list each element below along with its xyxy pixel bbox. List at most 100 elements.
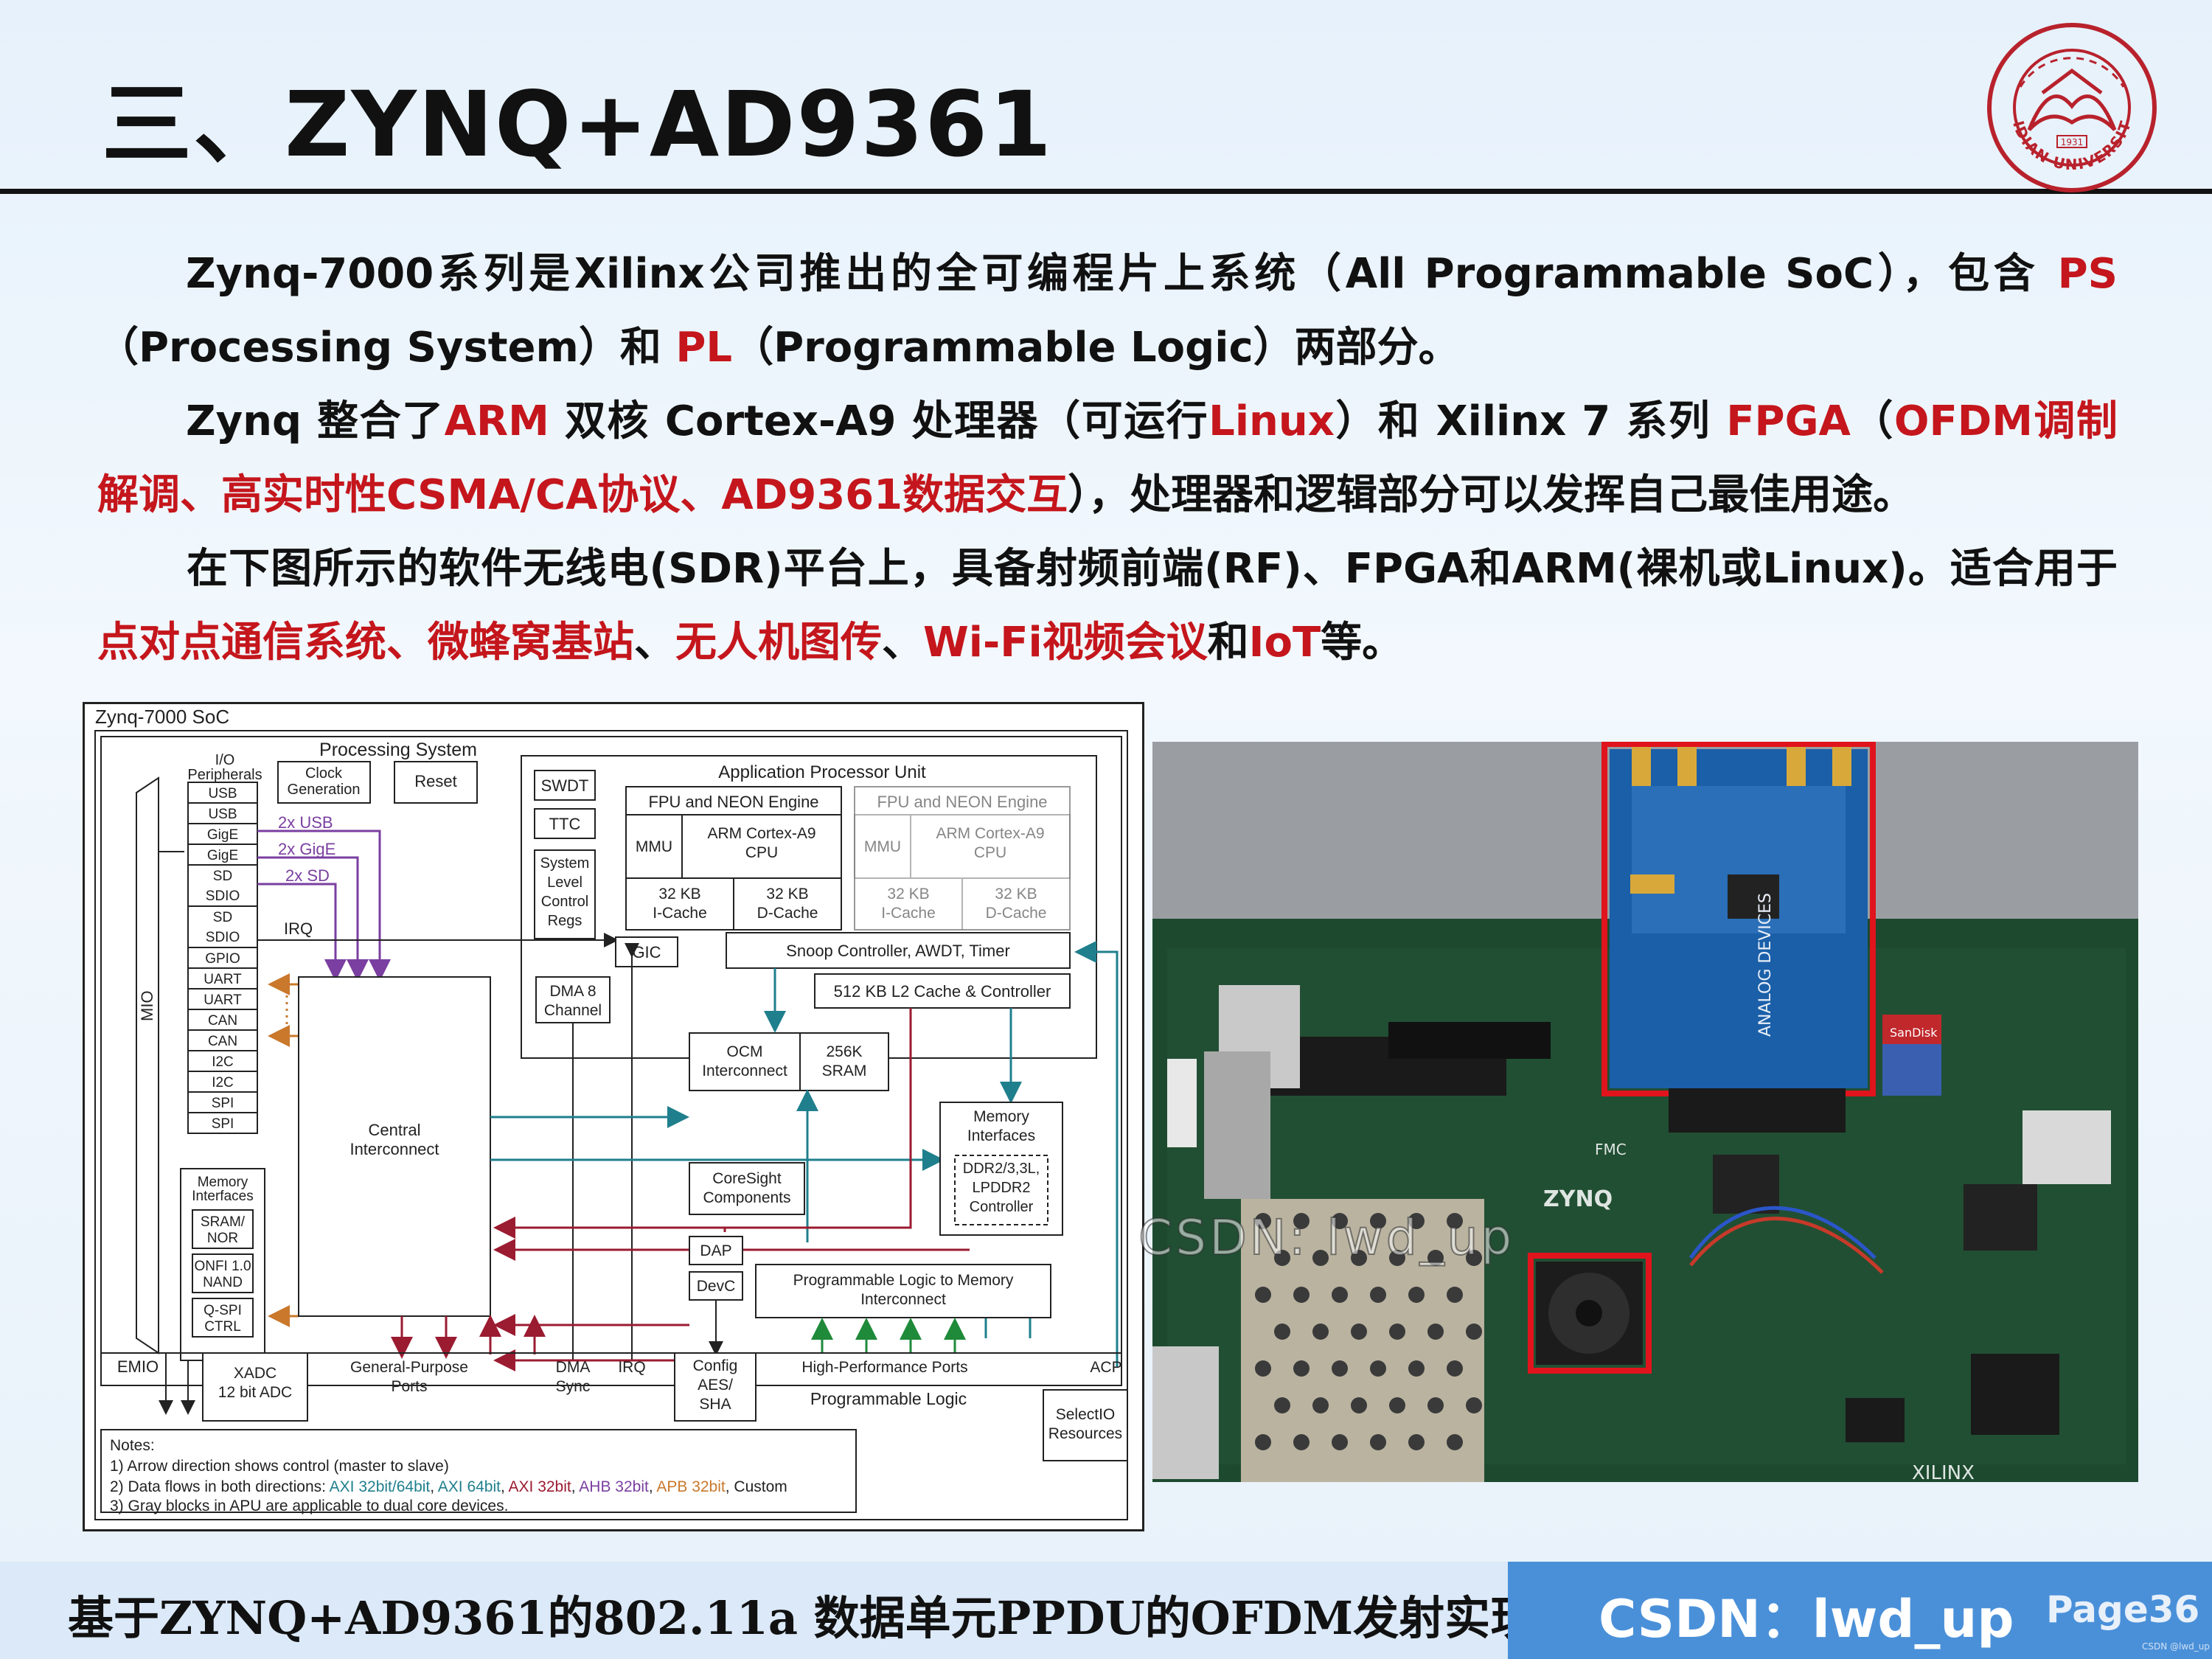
heatsink-hole: [1332, 1360, 1348, 1377]
text-run: 和: [1207, 619, 1249, 667]
text-run: 等。: [1321, 619, 1404, 667]
heatsink-hole: [1293, 1287, 1310, 1303]
mio-block: [136, 776, 159, 1354]
processing-system-box: [100, 736, 1122, 1386]
dap-label: DAP: [700, 1242, 731, 1259]
fan-highlight-box: [1528, 1253, 1652, 1374]
io-peripheral-label: SPI: [212, 1116, 234, 1132]
xilinx-label: XILINX: [1912, 1462, 1975, 1482]
io-peripheral-label: USB: [208, 807, 237, 822]
text-run: 、: [882, 619, 923, 667]
heatsink-hole: [1332, 1287, 1348, 1303]
io-peripheral-box: [187, 1071, 258, 1093]
io-peripheral-box: [187, 782, 258, 804]
reset-box: [394, 761, 478, 804]
heatsink-hole: [1408, 1434, 1425, 1450]
irq-in-label: IRQ: [284, 919, 313, 938]
dma8-box: [535, 976, 611, 1023]
text-run: Linux: [1208, 397, 1335, 445]
heatsink-hole: [1389, 1324, 1405, 1340]
fmc-label: FMC: [1595, 1141, 1627, 1158]
central-interconnect-box: [298, 976, 491, 1317]
io-peripheral-box: [187, 864, 258, 907]
text-run: FPGA: [1726, 397, 1851, 445]
heatsink-hole: [1332, 1434, 1348, 1450]
note-2: 2) Data flows in both directions: AXI 32…: [110, 1478, 787, 1495]
io-peripheral-box: [187, 1029, 258, 1051]
io-peripheral-box: [187, 802, 258, 824]
sd-card-label: SanDisk: [1890, 1026, 1938, 1040]
apu-label: Application Processor Unit: [718, 762, 926, 782]
io-peripheral-label: CAN: [208, 1013, 237, 1029]
clock-generation-box: [277, 761, 371, 804]
dap-box: [689, 1236, 743, 1265]
text-run: ）和 Xilinx 7 系列: [1334, 397, 1727, 445]
heatsink-hole: [1370, 1287, 1386, 1303]
heatsink-hole: [1408, 1287, 1425, 1303]
logo-year: 1931: [2061, 137, 2084, 147]
university-seal-logo: 1931 XIDIAN UNIVERSITY: [1983, 19, 2157, 192]
devc-label: DevC: [697, 1278, 736, 1295]
io-peripheral-label: I2C: [212, 1054, 234, 1070]
heatsink-hole: [1293, 1434, 1310, 1450]
text-run: 无人机图传: [675, 619, 882, 667]
irq-out-label: IRQ: [618, 1359, 645, 1376]
heatsink-hole: [1447, 1360, 1463, 1377]
heatsink-hole: [1466, 1250, 1482, 1266]
text-run: 双核 Cortex-A9 处理器（可运行: [549, 397, 1209, 445]
heatsink-hole: [1351, 1324, 1367, 1340]
heatsink-hole: [1447, 1213, 1463, 1229]
io-peripheral-box: [187, 988, 258, 1010]
selectio-box: [1043, 1389, 1128, 1461]
ttc-box: [534, 808, 596, 839]
heatsink-hole: [1351, 1397, 1367, 1413]
text-run: 点对点通信系统、微蜂窝基站: [97, 619, 634, 667]
heatsink-hole: [1312, 1324, 1329, 1340]
io-peripheral-label: GigE: [207, 827, 238, 843]
heatsink-hole: [1408, 1213, 1425, 1229]
soc-title: Zynq-7000 SoC: [95, 706, 229, 728]
ttc-label: TTC: [549, 815, 581, 833]
note-1: 1) Arrow direction shows control (master…: [110, 1458, 449, 1475]
text-run: Zynq 整合了: [186, 397, 445, 445]
mio-label: MIO: [138, 990, 156, 1021]
heatsink-hole: [1293, 1360, 1310, 1377]
heatsink-hole: [1389, 1250, 1405, 1266]
acp-label: ACP: [1090, 1359, 1121, 1376]
heatsink-hole: [1351, 1250, 1367, 1266]
text-run: OFDM调制解调、高实时性CSMA/CA协议、AD9361数据交互: [97, 397, 2118, 519]
footer-csdn-handle: CSDN：lwd_up: [1599, 1589, 2014, 1649]
usb-link-label: 2x USB: [278, 813, 333, 832]
io-peripheral-label: CAN: [208, 1034, 237, 1049]
footer-right-band: [1508, 1562, 2212, 1659]
io-peripheral-box: [187, 844, 258, 866]
snoop-controller-label: Snoop Controller, AWDT, Timer: [786, 942, 1010, 960]
coresight-box: [689, 1162, 805, 1215]
io-peripheral-label: GPIO: [205, 951, 240, 967]
text-run: ），处理器和逻辑部分可以发挥自己最佳用途。: [1068, 471, 1915, 519]
footer-tiny-credit: CSDN @lwd_up: [2142, 1641, 2211, 1652]
fpu-neon-2-label: FPU and NEON Engine: [877, 793, 1047, 811]
text-run: PL: [675, 324, 733, 372]
heatsink-hole: [1255, 1287, 1271, 1303]
footer-left-band: [0, 1562, 1508, 1659]
heatsink-hole: [1447, 1287, 1463, 1303]
page-number: Page36: [2046, 1588, 2200, 1631]
io-peripheral-label: I2C: [212, 1075, 234, 1091]
heatsink-hole: [1427, 1250, 1444, 1266]
